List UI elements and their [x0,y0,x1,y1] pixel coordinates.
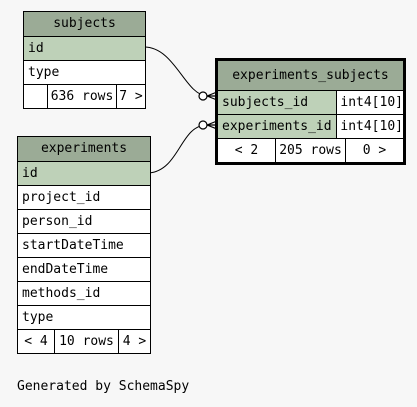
edge-subjects-to-experiments-subjects [143,46,208,97]
children-count[interactable]: 7 > [116,85,145,109]
edge-subjects-end-marker [198,91,208,101]
table-footer: 636 rows 7 > [24,84,145,109]
parents-count[interactable] [24,85,47,109]
column-name: experiments_id [218,115,337,138]
column-row[interactable]: project_id [18,185,150,209]
table-header[interactable]: experiments [18,137,150,161]
column-row[interactable]: methods_id [18,281,150,305]
parents-count[interactable]: < 2 [234,143,259,158]
children-count[interactable]: 0 > [345,139,403,163]
table-header[interactable]: experiments_subjects [218,61,403,90]
column-row[interactable]: id [24,36,145,60]
column-type: int4[10] [336,91,403,114]
column-row[interactable]: endDateTime [18,257,150,281]
column-row[interactable]: type [24,60,145,84]
table-subjects[interactable]: subjects id type 636 rows 7 > [23,11,146,109]
table-footer: < 2 205 rows 0 > [218,138,403,163]
column-row[interactable]: person_id [18,209,150,233]
edge-experiments-end-marker [198,120,208,130]
row-count: 636 rows [47,85,116,109]
column-row[interactable]: type [18,305,150,329]
column-type: int4[10] [336,115,403,138]
edge-experiments-to-experiments-subjects [148,124,208,174]
column-row[interactable]: experiments_id int4[10] [218,114,403,138]
generated-by-label: Generated by SchemaSpy [17,379,190,394]
children-count[interactable]: 4 > [118,330,150,354]
table-experiments[interactable]: experiments id project_id person_id star… [17,136,151,354]
table-experiments-subjects[interactable]: experiments_subjects subjects_id int4[10… [215,58,406,165]
column-row[interactable]: id [18,161,150,185]
table-header[interactable]: subjects [24,12,145,36]
row-count: 205 rows [275,139,345,163]
table-footer: < 4 10 rows 4 > [18,329,150,354]
column-row[interactable]: subjects_id int4[10] [218,90,403,114]
column-name: subjects_id [218,91,337,114]
column-row[interactable]: startDateTime [18,233,150,257]
row-count: 10 rows [54,330,118,354]
parents-count[interactable]: < 4 [24,334,48,349]
